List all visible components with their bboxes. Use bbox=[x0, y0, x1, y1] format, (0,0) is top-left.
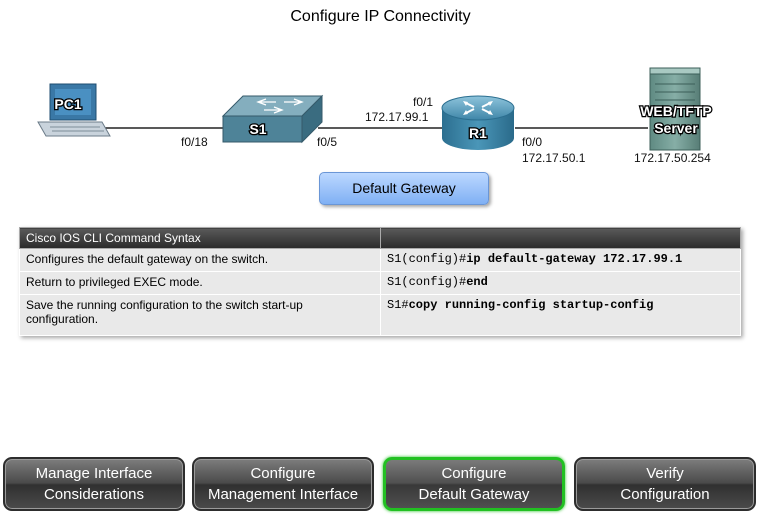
table-row: Return to privileged EXEC mode. S1(confi… bbox=[19, 271, 741, 295]
network-topology: PC1 S1 R1 WEB/TFTP Server bbox=[37, 67, 713, 151]
nav-label-line2: Considerations bbox=[43, 486, 145, 503]
nav-label-line2: Management Interface bbox=[207, 486, 359, 503]
router-port-out-label: f0/0 bbox=[522, 135, 543, 149]
switch-label: S1 bbox=[249, 121, 266, 137]
nav-configure-management-interface-button[interactable]: Configure Management Interface bbox=[192, 457, 374, 511]
nav-configure-default-gateway-button[interactable]: Configure Default Gateway bbox=[383, 457, 565, 511]
switch-icon bbox=[221, 94, 324, 144]
row-command: S1#copy running-config startup-config bbox=[380, 294, 741, 336]
nav-label-line2: Default Gateway bbox=[418, 486, 530, 503]
pc-port-label: f0/18 bbox=[181, 135, 208, 149]
row-command: S1(config)#end bbox=[380, 271, 741, 295]
router-port-in-label: f0/1 bbox=[413, 95, 434, 109]
row-description: Return to privileged EXEC mode. bbox=[19, 271, 381, 295]
nav-label-line1: Configure bbox=[441, 465, 507, 482]
command-syntax-table: Cisco IOS CLI Command Syntax Configures … bbox=[19, 227, 741, 336]
default-gateway-callout: Default Gateway bbox=[319, 172, 489, 205]
row-command: S1(config)#ip default-gateway 172.17.99.… bbox=[380, 248, 741, 272]
table-row: Configures the default gateway on the sw… bbox=[19, 248, 741, 272]
table-header-row: Cisco IOS CLI Command Syntax bbox=[19, 227, 741, 249]
server-icon bbox=[649, 67, 701, 151]
server-label-line1: WEB/TFTP bbox=[640, 103, 712, 119]
nav-label-line1: Configure bbox=[250, 465, 316, 482]
router-ip-in-label: 172.17.99.1 bbox=[365, 110, 429, 124]
nav-label-line1: Verify bbox=[646, 465, 684, 482]
server-label-line2: Server bbox=[654, 120, 698, 136]
command-text: ip default-gateway 172.17.99.1 bbox=[466, 252, 683, 266]
pc-icon bbox=[37, 83, 111, 137]
nav-label-line1: Manage Interface bbox=[35, 465, 153, 482]
server-ip-label: 172.17.50.254 bbox=[634, 151, 711, 165]
table-header-syntax: Cisco IOS CLI Command Syntax bbox=[19, 227, 381, 249]
nav-manage-interface-considerations-button[interactable]: Manage Interface Considerations bbox=[3, 457, 185, 511]
command-text: copy running-config startup-config bbox=[408, 298, 654, 312]
command-prompt: S1(config)# bbox=[387, 252, 467, 266]
page-title: Configure IP Connectivity bbox=[290, 8, 471, 25]
nav-label-line2: Configuration bbox=[620, 486, 710, 503]
command-prompt: S1# bbox=[387, 298, 409, 312]
router-ip-out-label: 172.17.50.1 bbox=[522, 151, 586, 165]
router-label: R1 bbox=[469, 125, 487, 141]
command-text: end bbox=[466, 275, 488, 289]
table-header-command bbox=[380, 227, 741, 249]
row-description: Configures the default gateway on the sw… bbox=[19, 248, 381, 272]
row-description: Save the running configuration to the sw… bbox=[19, 294, 381, 336]
router-icon bbox=[441, 95, 515, 150]
nav-verify-configuration-button[interactable]: Verify Configuration bbox=[574, 457, 756, 511]
command-prompt: S1(config)# bbox=[387, 275, 467, 289]
switch-port-label: f0/5 bbox=[317, 135, 338, 149]
table-row: Save the running configuration to the sw… bbox=[19, 294, 741, 336]
pc-label: PC1 bbox=[54, 96, 81, 112]
